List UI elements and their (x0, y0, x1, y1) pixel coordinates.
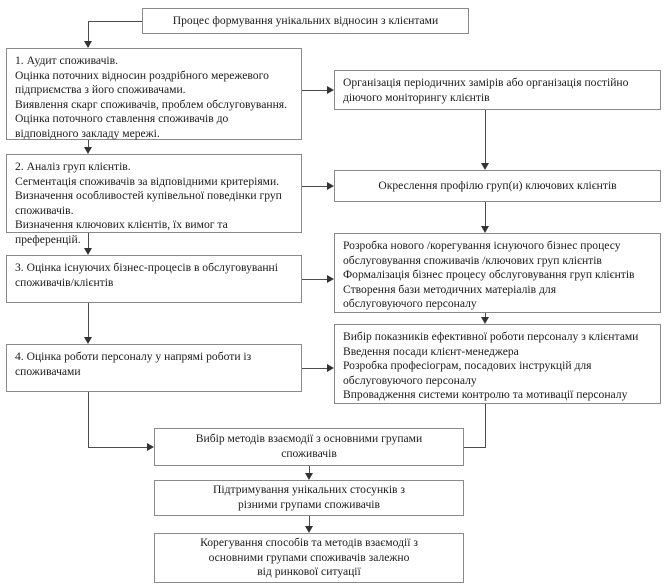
node-interaction-methods-label: Вибір методів взаємодії з основними груп… (195, 432, 423, 460)
connector-process-development-to-staff-indicators (485, 313, 486, 317)
node-maintain-relations-label: Підтримування унікальних стосунків з різ… (213, 483, 405, 511)
connector-title-to-audit-v (88, 21, 89, 47)
node-audit-label: 1. Аудит споживачів. Оцінка поточних від… (15, 54, 288, 140)
connector-staff-indicators-to-interaction-h (464, 447, 486, 448)
node-analysis[interactable]: 2. Аналіз груп клієнтів. Сегментація спо… (6, 154, 302, 246)
arrowhead-staff-eval-to-staff-indicators (327, 364, 334, 372)
arrowhead-key-client-profile-to-process-development (481, 226, 489, 233)
node-interaction-methods[interactable]: Вибір методів взаємодії з основними груп… (154, 428, 464, 466)
node-staff-eval-label: 4. Оцінка роботи персоналу у напрямі роб… (15, 350, 252, 378)
connector-monitoring-to-key-client-profile (485, 110, 486, 163)
arrowhead-audit-to-analysis (84, 147, 92, 154)
connector-interaction-to-maintain (309, 466, 310, 473)
node-staff-indicators[interactable]: Вибір показників ефективної роботи персо… (334, 324, 661, 404)
connector-analysis-to-process-eval (88, 233, 89, 248)
connector-key-client-profile-to-process-development (485, 202, 486, 226)
arrowhead-analysis-to-process-eval (84, 248, 92, 255)
node-monitoring-label: Організація періодичних замірів або орга… (343, 76, 629, 104)
node-audit[interactable]: 1. Аудит споживачів. Оцінка поточних від… (6, 48, 302, 140)
connector-staff-eval-to-interaction-v (88, 392, 89, 447)
node-staff-indicators-label: Вибір показників ефективної роботи персо… (343, 330, 639, 402)
node-process-development[interactable]: Розробка нового /корегування існуючого б… (334, 233, 661, 313)
node-title-process-label: Процес формування унікальних відносин з … (172, 13, 439, 27)
arrowhead-monitoring-to-key-client-profile (481, 163, 489, 170)
connector-staff-eval-to-staff-indicators (302, 368, 327, 369)
arrowhead-audit-to-monitoring (327, 86, 334, 94)
node-business-process-eval-label: 3. Оцінка існуючих бізнес-процесів в обс… (15, 261, 278, 289)
node-title-process[interactable]: Процес формування унікальних відносин з … (142, 8, 469, 34)
connector-process-eval-to-staff-eval (88, 303, 89, 337)
connector-staff-eval-to-interaction-h (88, 447, 147, 448)
node-process-development-label: Розробка нового /корегування існуючого б… (343, 239, 635, 311)
connector-title-to-audit-h (88, 21, 142, 22)
connector-audit-to-monitoring (302, 90, 327, 91)
node-maintain-relations[interactable]: Підтримування унікальних стосунків з різ… (154, 480, 464, 516)
arrowhead-interaction-to-maintain (305, 473, 313, 480)
connector-process-eval-to-process-development (302, 279, 327, 280)
connector-maintain-to-adjust (309, 516, 310, 526)
node-staff-eval[interactable]: 4. Оцінка роботи персоналу у напрямі роб… (6, 344, 302, 392)
arrowhead-process-development-to-staff-indicators (481, 317, 489, 324)
connector-analysis-to-key-client-profile (302, 186, 327, 187)
node-adjust-methods[interactable]: Корегування способів та методів взаємоді… (154, 533, 464, 583)
arrowhead-maintain-to-adjust (305, 526, 313, 533)
node-adjust-methods-label: Корегування способів та методів взаємоді… (200, 536, 418, 579)
connector-staff-indicators-to-interaction-v (485, 404, 486, 447)
arrowhead-staff-eval-to-interaction (147, 443, 154, 451)
node-key-client-profile-label: Окреслення профілю груп(и) ключових кліє… (378, 178, 617, 192)
arrowhead-title-to-audit (84, 41, 92, 48)
connector-audit-to-analysis (88, 140, 89, 148)
node-monitoring[interactable]: Організація періодичних замірів або орга… (334, 70, 661, 110)
arrowhead-process-eval-to-process-development (327, 275, 334, 283)
arrowhead-process-eval-to-staff-eval (84, 337, 92, 344)
node-key-client-profile[interactable]: Окреслення профілю груп(и) ключових кліє… (334, 170, 661, 202)
node-analysis-label: 2. Аналіз груп клієнтів. Сегментація спо… (15, 160, 282, 246)
arrowhead-analysis-to-key-client-profile (327, 182, 334, 190)
node-business-process-eval[interactable]: 3. Оцінка існуючих бізнес-процесів в обс… (6, 255, 302, 303)
